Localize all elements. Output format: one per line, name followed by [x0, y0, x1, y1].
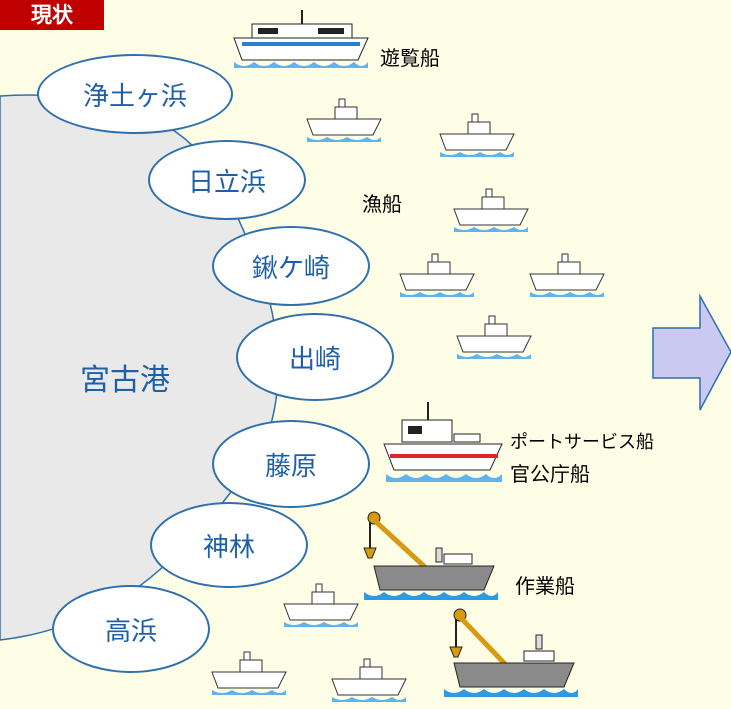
work-ship-icon [444, 608, 578, 697]
beach-desaki: 出崎 [236, 313, 394, 401]
fishing-boat-icon [211, 651, 287, 695]
label-work-ship: 作業船 [515, 574, 575, 598]
status-tag: 現状 [0, 0, 104, 30]
port-name: 宮古港 [80, 363, 170, 398]
fishing-boat-icon [453, 188, 529, 232]
beach-fujiwara: 藤原 [212, 420, 370, 508]
label-government-ship: 官公庁船 [510, 462, 590, 486]
fishing-boat-icon [283, 583, 359, 627]
beach-kuwagasaki: 鍬ケ崎 [212, 226, 370, 306]
fishing-boat-icon [331, 658, 407, 702]
fishing-boat-icon [306, 98, 382, 142]
fishing-boat-icon [399, 253, 475, 297]
fishing-boat-icon [439, 113, 515, 157]
next-state-arrow-icon [652, 293, 731, 411]
beach-jodogahama: 浄土ヶ浜 [37, 54, 233, 134]
fishing-boat-icon [529, 253, 605, 297]
beach-hitachihama: 日立浜 [148, 140, 306, 220]
fishing-boat-icon [456, 315, 532, 359]
label-fishing-boat: 漁船 [362, 192, 402, 216]
label-port-service-ship: ポートサービス船 [510, 432, 654, 453]
beach-takahama: 高浜 [52, 585, 210, 673]
label-sightseeing-ship: 遊覧船 [380, 46, 440, 70]
sightseeing-ship-icon [233, 10, 369, 68]
port-service-ship-icon [383, 402, 503, 482]
work-ship-icon [363, 511, 498, 600]
beach-kanbayashi: 神林 [150, 502, 308, 588]
